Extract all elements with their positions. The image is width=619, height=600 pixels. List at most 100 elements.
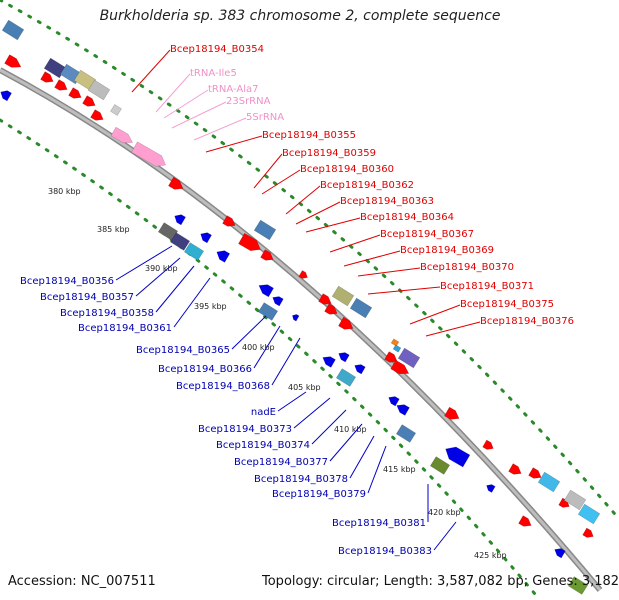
reverse-gene-arrow xyxy=(388,396,400,407)
forward-label-leader xyxy=(131,49,171,93)
feature-box xyxy=(1,19,25,41)
map-title: Burkholderia sp. 383 chromosome 2, compl… xyxy=(99,8,501,24)
forward-gene-arrow xyxy=(444,406,460,420)
forward-gene-arrow xyxy=(324,303,338,315)
kbp-tick-label: 425 kbp xyxy=(474,551,507,560)
forward-label-leader xyxy=(253,153,283,189)
feature-box xyxy=(87,79,111,101)
reverse-gene-label: Bcep18194_B0381 xyxy=(332,518,426,529)
feature-box xyxy=(183,242,205,261)
reverse-label-leader xyxy=(271,337,301,386)
forward-gene-arrow xyxy=(518,515,532,527)
rna-label-leader xyxy=(155,73,191,113)
reverse-label-leader xyxy=(253,325,281,369)
reverse-gene-label: Bcep18194_B0366 xyxy=(158,364,252,375)
kbp-tick-label: 390 kbp xyxy=(145,264,178,273)
forward-gene-arrow xyxy=(384,351,398,363)
forward-label-leader xyxy=(409,304,461,325)
forward-label-leader xyxy=(305,217,361,233)
reverse-gene-arrow xyxy=(396,404,410,416)
feature-box xyxy=(390,338,400,347)
kbp-tick-label: 405 kbp xyxy=(288,383,321,392)
forward-label-leader xyxy=(329,234,381,253)
reverse-gene-label: nadE xyxy=(251,407,276,418)
feature-box xyxy=(429,456,451,475)
forward-gene-arrow xyxy=(338,316,354,330)
reverse-label-leader xyxy=(433,521,457,551)
forward-gene-arrow xyxy=(582,527,594,538)
forward-gene-arrow xyxy=(40,71,54,83)
forward-gene-arrow xyxy=(4,54,22,68)
forward-gene-label: Bcep18194_B0360 xyxy=(300,164,394,175)
rna-label-leader xyxy=(193,117,247,141)
rna-label-leader xyxy=(171,101,227,129)
forward-gene-label: Bcep18194_B0363 xyxy=(340,196,434,207)
reverse-gene-label: Bcep18194_B0358 xyxy=(60,308,154,319)
reverse-gene-arrow xyxy=(0,90,12,102)
reverse-label-leader xyxy=(155,265,195,313)
forward-gene-arrow xyxy=(90,109,104,121)
reverse-label-leader xyxy=(349,435,375,479)
forward-gene-label: Bcep18194_B0354 xyxy=(170,44,264,55)
feature-box xyxy=(397,347,421,369)
forward-label-leader xyxy=(343,250,401,267)
reverse-gene-arrow xyxy=(486,484,496,493)
kbp-tick-label: 385 kbp xyxy=(97,225,130,234)
feature-box xyxy=(392,344,402,353)
forward-gene-label: Bcep18194_B0376 xyxy=(480,316,574,327)
forward-gene-arrow xyxy=(390,359,410,375)
accession-text: Accession: NC_007511 xyxy=(8,574,156,589)
forward-gene-label: Bcep18194_B0359 xyxy=(282,148,376,159)
rna-gene-label: tRNA-Ala7 xyxy=(208,84,258,95)
reverse-gene-label: Bcep18194_B0377 xyxy=(234,457,328,468)
reverse-gene-arrow xyxy=(322,356,336,368)
rna-gene-label: 5SrRNA xyxy=(246,112,284,123)
forward-gene-label: Bcep18194_B0371 xyxy=(440,281,534,292)
feature-box xyxy=(567,576,589,595)
forward-gene-label: Bcep18194_B0355 xyxy=(262,130,356,141)
forward-gene-arrow xyxy=(260,249,274,261)
reverse-label-leader xyxy=(367,445,387,494)
reverse-gene-label: Bcep18194_B0356 xyxy=(20,276,114,287)
forward-label-leader xyxy=(285,185,321,215)
rna-label-leader xyxy=(163,89,209,119)
forward-gene-label: Bcep18194_B0375 xyxy=(460,299,554,310)
reverse-label-leader xyxy=(293,397,331,429)
outer-tick-dots xyxy=(0,0,619,522)
feature-box xyxy=(169,232,191,251)
rna-gene-label: 23SrRNA xyxy=(226,96,271,107)
feature-box xyxy=(563,489,587,511)
reverse-gene-arrow xyxy=(354,364,366,375)
forward-gene-arrow xyxy=(222,215,236,227)
forward-gene-label: Bcep18194_B0364 xyxy=(360,212,454,223)
forward-gene-arrow xyxy=(482,439,494,450)
reverse-gene-label: Bcep18194_B0361 xyxy=(78,323,172,334)
reverse-gene-label: Bcep18194_B0374 xyxy=(216,440,310,451)
forward-gene-arrow xyxy=(318,293,332,305)
reverse-gene-arrow xyxy=(200,232,212,244)
forward-gene-arrow xyxy=(238,232,261,251)
reverse-gene-label: Bcep18194_B0379 xyxy=(272,489,366,500)
forward-gene-arrow xyxy=(528,467,542,479)
forward-gene-label: Bcep18194_B0369 xyxy=(400,245,494,256)
feature-box xyxy=(331,285,355,307)
reverse-gene-arrow xyxy=(292,314,300,322)
reverse-label-leader xyxy=(173,277,211,328)
feature-box xyxy=(395,424,417,443)
reverse-label-leader xyxy=(277,391,307,412)
feature-box xyxy=(577,503,601,525)
reverse-gene-label: Bcep18194_B0357 xyxy=(40,292,134,303)
forward-label-leader xyxy=(261,169,301,195)
forward-gene-arrow xyxy=(298,270,308,279)
feature-box xyxy=(253,219,277,241)
forward-label-leader xyxy=(357,267,421,277)
kbp-tick-label: 420 kbp xyxy=(428,508,461,517)
reverse-gene-arrow xyxy=(445,446,471,468)
forward-label-leader xyxy=(295,201,341,225)
kbp-tick-label: 415 kbp xyxy=(383,465,416,474)
forward-gene-arrow xyxy=(508,463,522,475)
reverse-gene-arrow xyxy=(216,250,231,263)
reverse-gene-label: Bcep18194_B0373 xyxy=(198,424,292,435)
forward-gene-arrow xyxy=(54,79,68,91)
